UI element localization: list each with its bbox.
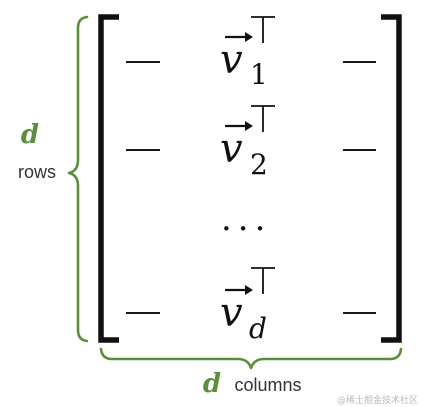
columns-brace — [99, 347, 403, 370]
rows-variable: d — [21, 120, 39, 150]
transpose-symbol-d — [251, 267, 275, 294]
vector-vd-subscript: d — [249, 312, 267, 345]
vector-vd: v d — [220, 267, 275, 345]
vector-v1-subscript: 1 — [250, 58, 268, 91]
transpose-symbol-1 — [251, 16, 275, 43]
vector-vd-letter: v — [220, 290, 243, 336]
vector-v1: v 1 — [220, 16, 275, 91]
columns-variable: d — [203, 369, 221, 399]
vector-v2: v 2 — [220, 105, 275, 181]
transpose-symbol-2 — [251, 105, 275, 132]
matrix-row-2: v 2 — [126, 105, 376, 181]
ellipsis: ··· — [221, 209, 271, 249]
columns-label: columns — [234, 375, 301, 395]
left-bracket — [98, 14, 119, 343]
matrix-row-d: v d — [126, 267, 376, 345]
vector-v2-letter: v — [220, 126, 243, 172]
right-bracket — [381, 14, 402, 343]
vector-v2-subscript: 2 — [250, 148, 268, 181]
vector-v1-letter: v — [220, 37, 243, 83]
rows-label: rows — [18, 162, 56, 182]
watermark: @稀土掘金技术社区 — [337, 394, 418, 406]
rows-brace — [67, 15, 89, 343]
matrix-row-1: v 1 — [126, 16, 376, 91]
